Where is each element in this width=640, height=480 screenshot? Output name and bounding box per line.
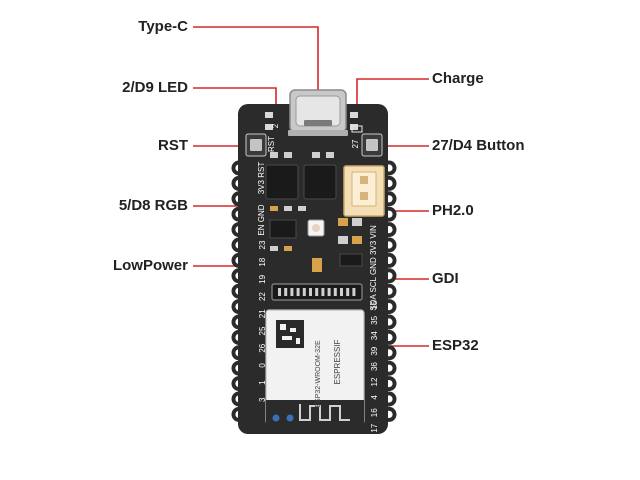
- esp32-module: [265, 309, 365, 426]
- gdi-pin: [321, 288, 325, 296]
- gdi-pin: [346, 288, 350, 296]
- gdi-pin: [296, 288, 300, 296]
- silk-right-pin: 15: [370, 300, 379, 309]
- silk-top-right: 27: [351, 139, 360, 148]
- silk-right-pin: 16: [370, 408, 379, 417]
- silk-left-pin: 1: [258, 380, 267, 385]
- silk-left-pin: 21: [258, 309, 267, 318]
- silk-right-pin: 34: [370, 331, 379, 340]
- gdi-pin: [340, 288, 343, 296]
- gdi-pin: [290, 288, 294, 296]
- leader-type-c: [193, 26, 319, 112]
- leader-led-2-d9: [193, 87, 277, 104]
- silk-left-pin: 3: [258, 397, 267, 402]
- silk-left-pin: 18: [258, 257, 267, 266]
- rst-button: [245, 133, 267, 157]
- silk-left-pin: 19: [258, 274, 267, 283]
- silk-rst: RST: [267, 136, 276, 152]
- silk-right-pin: 36: [370, 362, 379, 371]
- leader-charge: [356, 78, 429, 104]
- silk-right-pin: 35: [370, 315, 379, 324]
- silk-top-left: 2: [271, 123, 280, 128]
- gdi-pin: [327, 288, 331, 296]
- gdi-pin: [278, 288, 281, 296]
- board-components: [265, 152, 363, 267]
- silk-left-pin: 25: [258, 326, 267, 335]
- gdi-pin: [315, 288, 319, 296]
- silkscreen: 2 27 RST 3V3 RST EN GND SDA SCL GND 3V3 …: [257, 123, 379, 432]
- label-charge: Charge: [432, 70, 484, 87]
- gdi-pin: [352, 288, 356, 296]
- top-smd-pads: [265, 112, 363, 133]
- usb-c-connector: [288, 89, 348, 136]
- silk-left-header: 3V3 RST: [257, 162, 266, 195]
- label-ph20: PH2.0: [432, 202, 474, 219]
- gdi-pin: [284, 288, 288, 296]
- label-rst: RST: [158, 137, 188, 154]
- lowpower-pad: [312, 258, 322, 272]
- rgb-led: [307, 219, 325, 237]
- gdi-pin: [333, 288, 337, 296]
- button-27: [361, 133, 383, 157]
- module-model: ESP32-WROOM-32E: [315, 340, 322, 408]
- label-button-27-d4: 27/D4 Button: [432, 137, 525, 154]
- ph20-connector: [343, 165, 385, 217]
- label-rgb-5-d8: 5/D8 RGB: [118, 197, 188, 214]
- silk-right-pin: 4: [370, 395, 379, 400]
- label-lowpower: LowPower: [112, 257, 188, 274]
- label-gdi: GDI: [432, 270, 459, 287]
- silk-left-pin: 23: [258, 240, 267, 249]
- gdi-pin: [302, 288, 306, 296]
- silk-right-pin: 12: [370, 377, 379, 386]
- module-brand: ESPRESSIF: [333, 339, 342, 384]
- label-esp32: ESP32: [432, 337, 479, 354]
- silk-left-pin: 26: [258, 343, 267, 352]
- module-text: ESPRESSIF ESP32-WROOM-32E: [315, 339, 342, 407]
- gdi-pin: [309, 288, 312, 296]
- gdi-connector: [271, 283, 363, 301]
- silk-right-pin: 17: [370, 423, 379, 432]
- label-type-c: Type-C: [138, 18, 188, 35]
- silk-left-pin: 0: [258, 363, 267, 368]
- silk-right-header: SDA SCL GND 3V3 VIN: [369, 225, 378, 311]
- silk-left-pin: 22: [258, 292, 267, 301]
- silk-right-pin: 39: [370, 346, 379, 355]
- label-led-2-d9: 2/D9 LED: [122, 79, 188, 96]
- silk-en-gnd: EN GND: [257, 204, 266, 235]
